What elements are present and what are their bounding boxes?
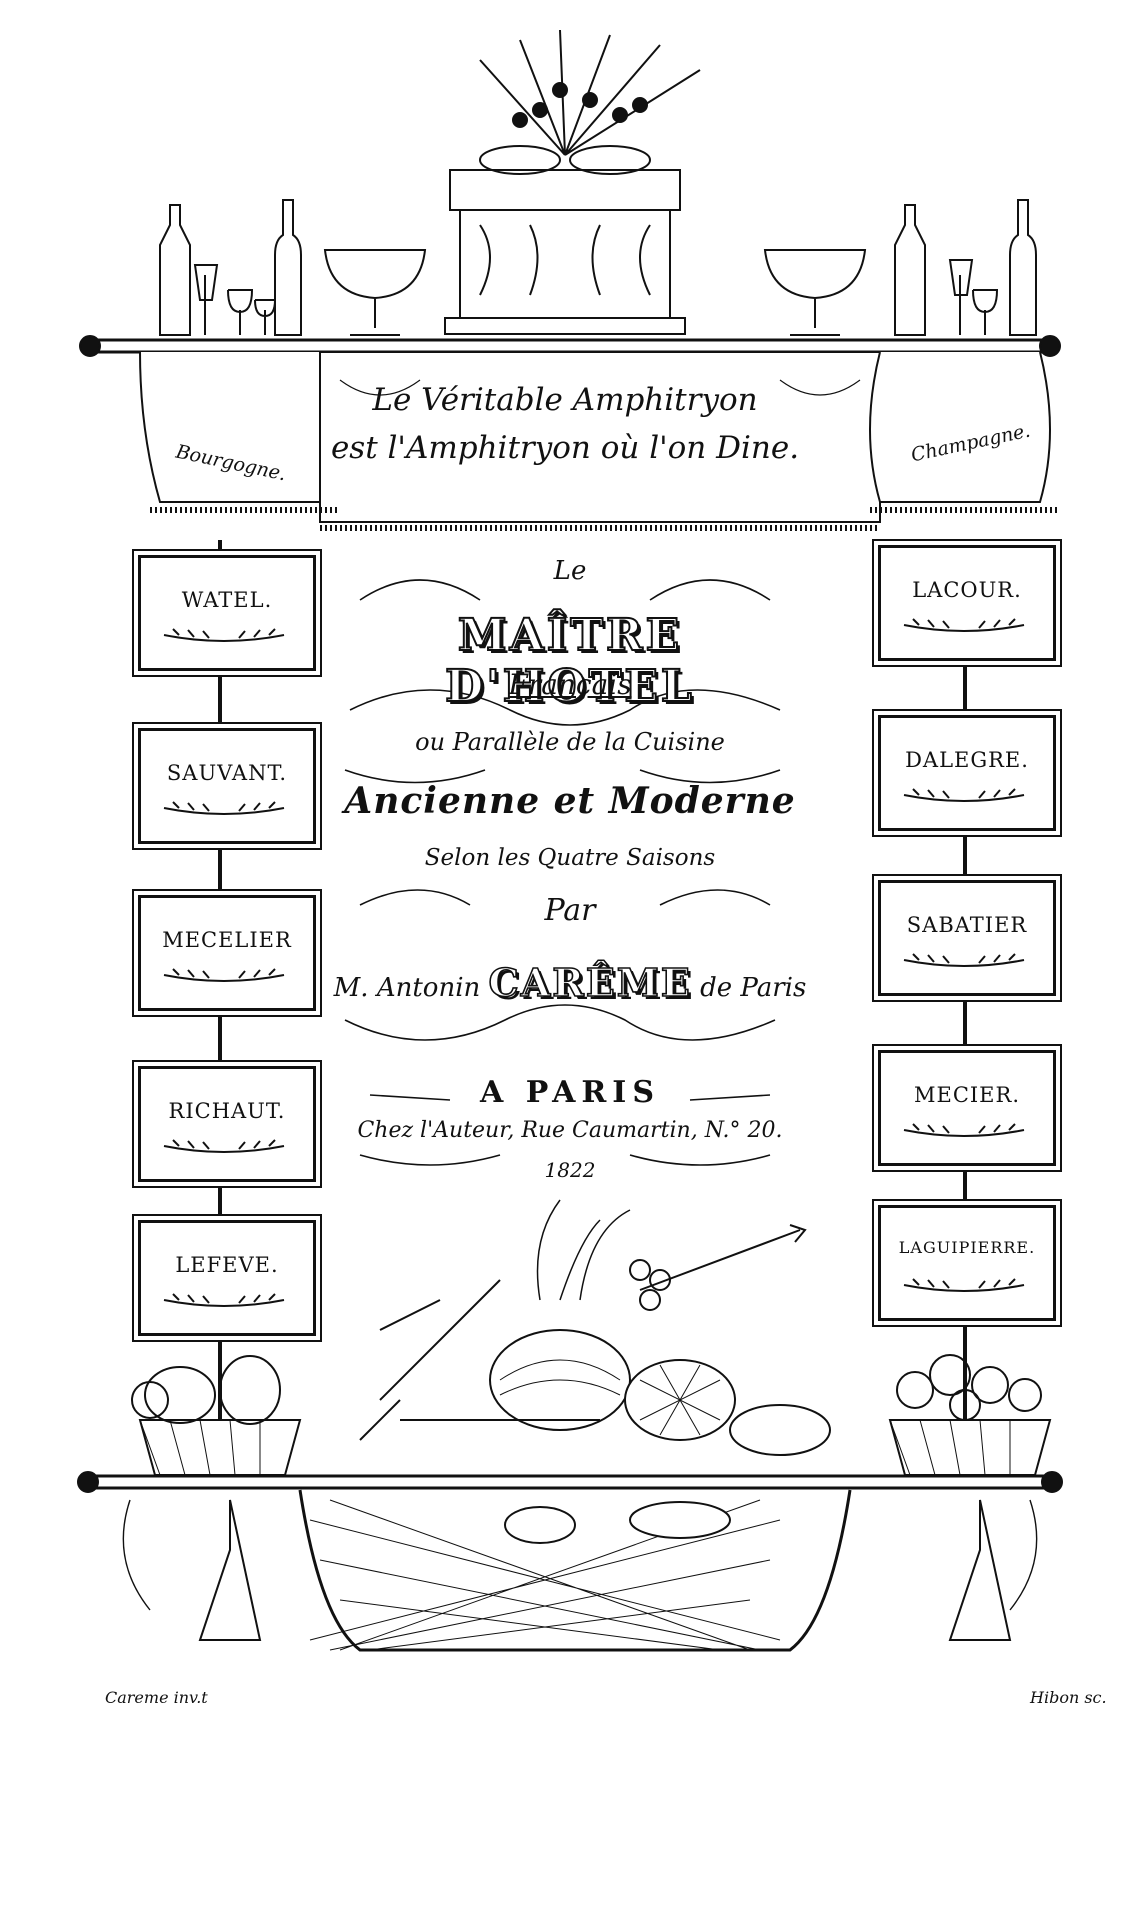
title-francais: Français	[508, 668, 632, 701]
plaque-name: LAGUIPIERRE.	[898, 1238, 1036, 1257]
wreath-icon	[163, 1139, 285, 1153]
wreath-icon	[903, 1278, 1025, 1292]
fishing-net-icon	[298, 1489, 852, 1652]
wreath-icon	[163, 968, 285, 982]
tassel-icon	[122, 1499, 1038, 1641]
fruit-basket-icon	[888, 1354, 1052, 1476]
plaque-name: LACOUR.	[912, 578, 1022, 602]
plaque-name: SAUVANT.	[166, 761, 288, 785]
flourish-icon	[344, 579, 781, 1166]
vegetable-basket-icon	[131, 1355, 302, 1476]
title-par: Par	[544, 893, 596, 928]
centerpiece-icon	[444, 29, 701, 335]
banner-line-1: Le Véritable Amphitryon	[372, 382, 758, 418]
wreath-icon	[903, 618, 1025, 632]
plaque-left-5: LEFEVE.	[138, 1220, 316, 1336]
imprint-address: Chez l'Auteur, Rue Caumartin, N.° 20.	[357, 1118, 783, 1143]
wreath-icon	[903, 788, 1025, 802]
title-main: MAÎTRE D'HOTEL	[444, 609, 695, 713]
plaque-name: WATEL.	[181, 588, 273, 612]
wreath-icon	[163, 1293, 285, 1307]
plaque-name: DALEGRE.	[905, 748, 1029, 772]
plaque-left-2: SAUVANT.	[138, 728, 316, 844]
trophy-icon	[359, 1199, 831, 1456]
author-suffix: de Paris	[700, 973, 807, 1003]
wreath-icon	[903, 953, 1025, 967]
credit-engraver: Hibon sc.	[1030, 1688, 1107, 1707]
plaque-name: MECELIER	[162, 928, 292, 952]
title-subtitle: ou Parallèle de la Cuisine	[415, 728, 725, 756]
author-line: M. Antonin CARÊME de Paris	[330, 959, 810, 1006]
plaque-name: LEFEVE.	[175, 1253, 279, 1277]
plaque-left-4: RICHAUT.	[138, 1066, 316, 1182]
imprint-city: A PARIS	[479, 1075, 660, 1110]
bowls-icon	[323, 249, 867, 336]
imprint-year: 1822	[544, 1158, 596, 1182]
plaque-left-3: MECELIER	[138, 895, 316, 1011]
wreath-icon	[163, 801, 285, 815]
plaque-right-5: LAGUIPIERRE.	[878, 1205, 1056, 1321]
credit-inventor: Careme inv.t	[105, 1688, 208, 1707]
author-name: CARÊME	[488, 959, 692, 1006]
plaque-right-1: LACOUR.	[878, 545, 1056, 661]
plaque-name: SABATIER	[906, 913, 1028, 937]
plaque-right-2: DALEGRE.	[878, 715, 1056, 831]
author-prefix: M. Antonin	[333, 973, 481, 1003]
bottles-left-icon	[159, 199, 302, 336]
bottles-right-icon	[894, 199, 1037, 336]
plaque-right-3: SABATIER	[878, 880, 1056, 996]
wreath-icon	[903, 1123, 1025, 1137]
wreath-icon	[163, 628, 285, 642]
banner-line-2: est l'Amphitryon où l'on Dine.	[330, 430, 800, 466]
title-selon: Selon les Quatre Saisons	[424, 845, 716, 871]
plaque-name: RICHAUT.	[168, 1099, 286, 1123]
plaque-right-4: MECIER.	[878, 1050, 1056, 1166]
plaque-left-1: WATEL.	[138, 555, 316, 671]
plaque-name: MECIER.	[913, 1083, 1020, 1107]
title-ancienne-moderne: Ancienne et Moderne	[344, 780, 796, 822]
title-le: Le	[553, 556, 587, 586]
